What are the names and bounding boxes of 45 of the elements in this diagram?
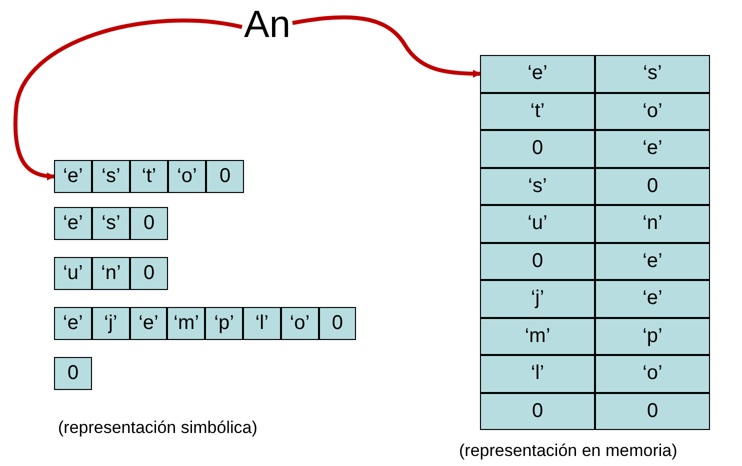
array-cell: ‘p’ [205,307,243,340]
array-cell: 0 [54,357,92,390]
array-cell: 0 [318,307,356,340]
caption-text: (representación en memoria) [459,441,678,461]
array-cell: ‘e’ [595,280,710,318]
array-cell: ‘m’ [167,307,206,340]
array-cell: ‘u’ [54,257,92,290]
array-cell: ‘p’ [595,318,710,355]
array-cell: ‘o’ [595,92,710,130]
array-cell: 0 [595,392,710,430]
array-cell: 0 [206,160,244,193]
array-cell: 0 [480,242,595,280]
array-cell: ‘t’ [480,92,595,130]
variable-name: An [244,6,290,44]
array-cell: ‘o’ [595,355,710,392]
array-cell: ‘e’ [595,242,710,280]
array-cell: 0 [480,392,595,430]
array-cell: ‘o’ [168,160,206,193]
array-cell: 0 [130,257,168,290]
array-cell: 0 [480,130,595,168]
array-cell: ‘l’ [480,355,595,392]
array-cell: 0 [595,168,710,205]
caption-text: (representación simbólica) [58,418,258,438]
array-cell: ‘e’ [54,307,92,340]
array-cell: 0 [130,207,168,240]
array-cell: ‘s’ [480,168,595,205]
array-cell: ‘e’ [130,307,168,340]
array-cell: ‘n’ [595,205,710,242]
array-cell: ‘j’ [480,280,595,318]
array-cell: ‘e’ [480,55,595,92]
array-cell: ‘e’ [54,160,92,193]
array-cell: ‘n’ [92,257,130,290]
array-cell: ‘u’ [480,205,595,242]
arrow [292,15,481,78]
arrow [14,18,242,180]
array-cell: ‘m’ [480,318,595,355]
array-cell: ‘t’ [130,160,168,193]
array-cell: ‘j’ [92,307,130,340]
array-cell: ‘s’ [92,160,130,193]
array-cell: ‘e’ [595,130,710,168]
array-cell: ‘o’ [280,307,319,340]
array-cell: ‘e’ [54,207,92,240]
array-cell: ‘s’ [92,207,130,240]
array-cell: ‘l’ [243,307,281,340]
array-cell: ‘s’ [595,55,710,92]
